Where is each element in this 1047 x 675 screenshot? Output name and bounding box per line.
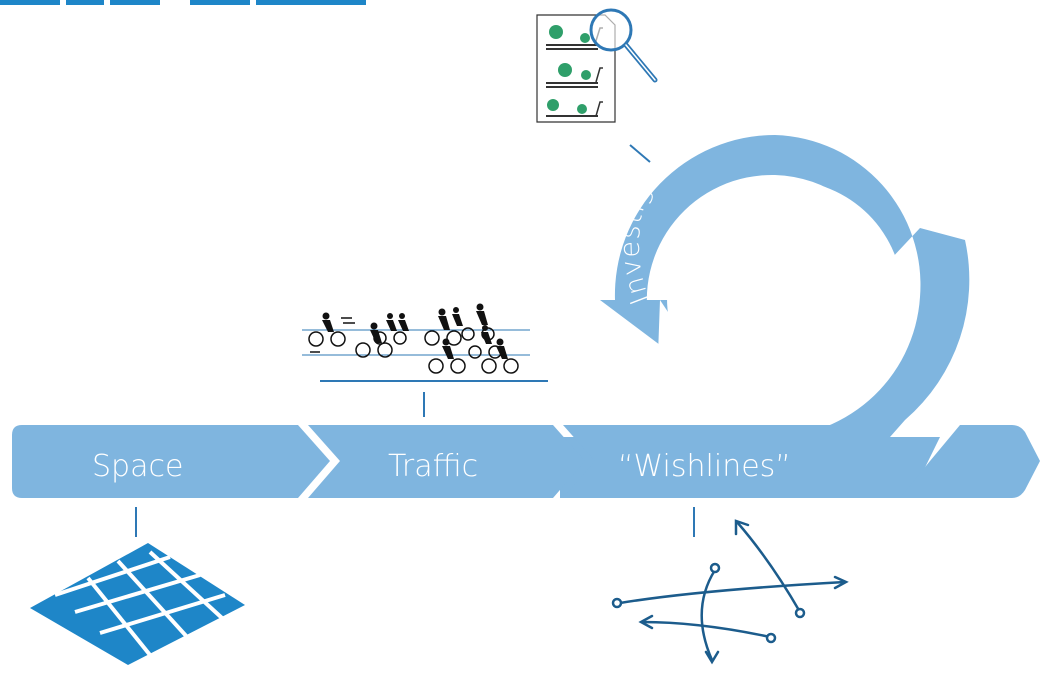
magnifier-lens bbox=[589, 8, 633, 52]
timeline-label-space: Space bbox=[92, 449, 183, 484]
investigation-loop bbox=[560, 134, 970, 498]
timeline-step-traffic bbox=[308, 425, 585, 498]
document-row-3 bbox=[546, 99, 603, 117]
cropped-title-fragment bbox=[0, 0, 366, 5]
timeline-band bbox=[12, 425, 1040, 498]
timeline-end-arrow bbox=[900, 425, 1040, 498]
magnified-document-icon bbox=[536, 8, 658, 123]
timeline-label-traffic: Traffic bbox=[388, 449, 478, 484]
loop-hole bbox=[667, 180, 903, 416]
street-grid-icon bbox=[30, 543, 245, 665]
document-row-2 bbox=[546, 63, 603, 88]
leader-line-document bbox=[629, 144, 651, 163]
wishlines-arrows-icon bbox=[611, 519, 849, 665]
loop-band bbox=[560, 134, 970, 498]
timeline-step-wishlines bbox=[563, 425, 890, 498]
cyclists-icon bbox=[302, 303, 548, 382]
timeline-step-space bbox=[12, 425, 330, 498]
timeline-label-wishlines: “Wishlines” bbox=[618, 449, 791, 484]
